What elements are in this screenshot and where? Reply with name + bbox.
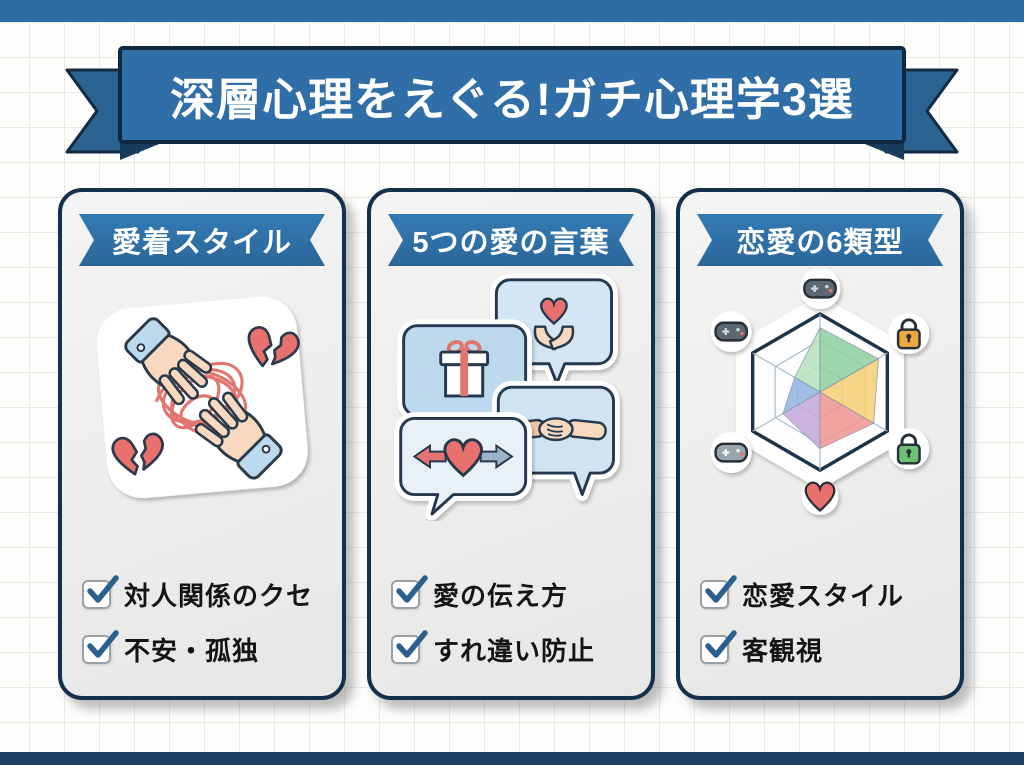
check-item: 恋愛スタイル [700,574,960,611]
title-banner: 深層心理をえぐる!ガチ心理学3選 [0,0,1024,180]
checkbox-checked-icon[interactable] [700,574,737,609]
game-controller-icon [714,442,749,463]
speech-bubble-heart-arrows [394,412,532,521]
check-label: すれ違い防止 [433,635,596,666]
left-arrow-icon [412,443,447,470]
hand-icon [194,391,283,480]
check-label: 愛の伝え方 [433,580,569,611]
checkbox-checked-icon[interactable] [82,574,119,609]
card-five-love-languages: 5つの愛の言葉 [367,188,655,700]
heart-icon [804,481,836,513]
card-title-ribbon: 恋愛の6類型 [697,214,943,266]
page-title: 深層心理をえぐる!ガチ心理学3選 [170,73,854,125]
ribbon-right-fold [860,142,904,160]
radar-chart-illustration [710,270,930,516]
love-languages-illustration [371,266,651,524]
check-label: 恋愛スタイル [742,580,905,611]
check-item: すれ違い防止 [391,629,651,666]
card-checklist: 恋愛スタイル 客観視 [700,574,960,666]
check-label: 不安・孤独 [124,635,260,666]
love-types-illustration [680,266,960,524]
check-item: 客観視 [700,629,960,666]
cards-row: 愛着スタイル [58,188,966,700]
card-title-ribbon: 愛着スタイル [79,214,325,266]
game-controller-icon [803,278,837,299]
card-checklist: 対人関係のクセ 不安・孤独 [82,574,342,666]
checkbox-checked-icon[interactable] [391,574,428,609]
attachment-style-illustration [62,266,342,524]
card-six-love-types: 恋愛の6類型 [676,188,964,700]
radar-chart [750,312,890,472]
padlock-icon [896,433,921,465]
check-label: 対人関係のクセ [124,580,314,611]
check-item: 愛の伝え方 [391,574,651,611]
checkbox-checked-icon[interactable] [82,629,119,664]
heart-icon [540,297,568,326]
check-label: 客観視 [742,635,824,666]
hand-icon [548,325,575,351]
heart-icon [443,438,483,478]
padlock-icon [896,318,921,350]
tangled-string-hands-illustration [96,296,308,499]
broken-heart-icon [247,326,300,368]
ribbon-left-fold [120,142,164,160]
card-attachment-style: 愛着スタイル [58,188,346,700]
checkbox-checked-icon[interactable] [700,629,737,664]
top-border-bar [0,0,1024,22]
check-item: 不安・孤独 [82,629,342,666]
hand-icon [124,317,213,406]
ribbon-body [118,46,906,144]
card-checklist: 愛の伝え方 すれ違い防止 [391,574,651,666]
gift-icon [439,340,490,398]
card-title-ribbon: 5つの愛の言葉 [388,214,634,266]
broken-heart-icon [111,432,164,476]
check-item: 対人関係のクセ [82,574,342,611]
game-controller-icon [714,321,749,342]
right-arrow-icon [479,443,514,470]
ribbon-banner-graphic [65,46,959,160]
bottom-border-bar [0,752,1024,765]
checkbox-checked-icon[interactable] [391,629,428,664]
speech-bubbles-illustration [394,273,620,521]
radar-data-wedges [782,327,880,450]
